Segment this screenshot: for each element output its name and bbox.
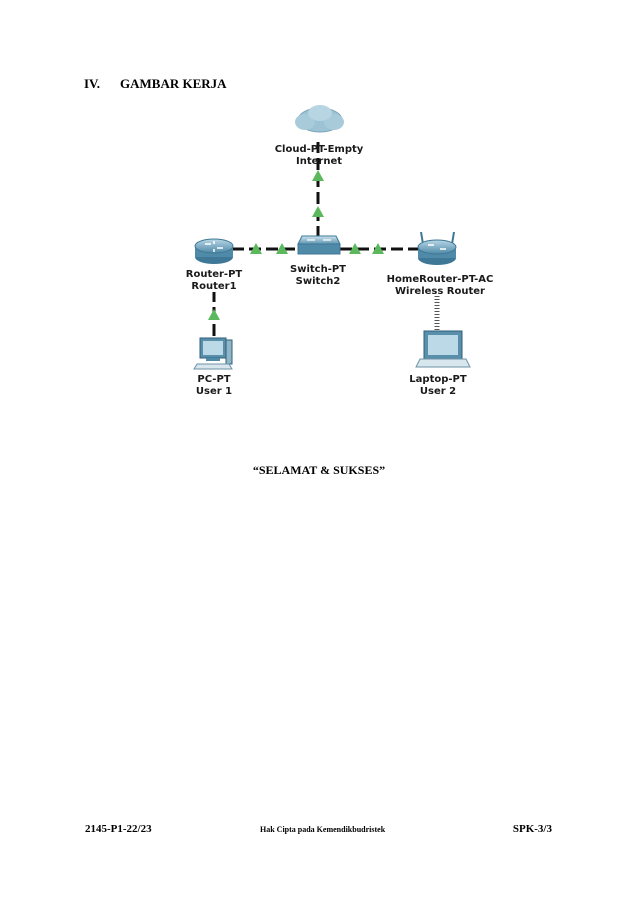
router-type-label: Router-PT [186,269,243,280]
cloud-name-label: Internet [296,156,342,167]
closing-motto: “SELAMAT & SUKSES” [252,463,386,477]
laptop-type-label: Laptop-PT [409,374,467,385]
pc-icon[interactable] [193,337,233,370]
status-indicator [250,243,262,254]
homerouter-type-label: HomeRouter-PT-AC [387,274,494,285]
router-icon[interactable] [194,238,234,264]
cloud-type-label: Cloud-PT-Empty [275,144,364,155]
laptop-icon[interactable] [415,330,471,368]
cloud-icon[interactable] [295,105,344,133]
section-number: IV. [84,76,101,91]
footer-copyright: Hak Cipta pada Kemendikbudristek [260,825,386,834]
router-name-label: Router1 [191,281,236,292]
status-indicator [372,243,384,254]
section-title: GAMBAR KERJA [120,76,227,91]
status-indicator [276,243,288,254]
footer-code: 2145-P1-22/23 [85,823,152,835]
wireless-router-icon[interactable] [417,231,457,265]
status-indicator [208,309,220,320]
switch-type-label: Switch-PT [290,264,346,275]
pc-type-label: PC-PT [197,374,230,385]
switch-icon[interactable] [297,235,341,255]
pc-name-label: User 1 [196,386,232,397]
switch-name-label: Switch2 [296,276,341,287]
status-indicator [312,206,324,217]
homerouter-name-label: Wireless Router [395,286,485,297]
footer-page: SPK-3/3 [512,823,552,835]
link-status-indicators [208,170,384,320]
laptop-name-label: User 2 [420,386,456,397]
status-indicator [312,170,324,181]
section-heading: IV. GAMBAR KERJA [84,76,227,92]
status-indicator [349,243,361,254]
